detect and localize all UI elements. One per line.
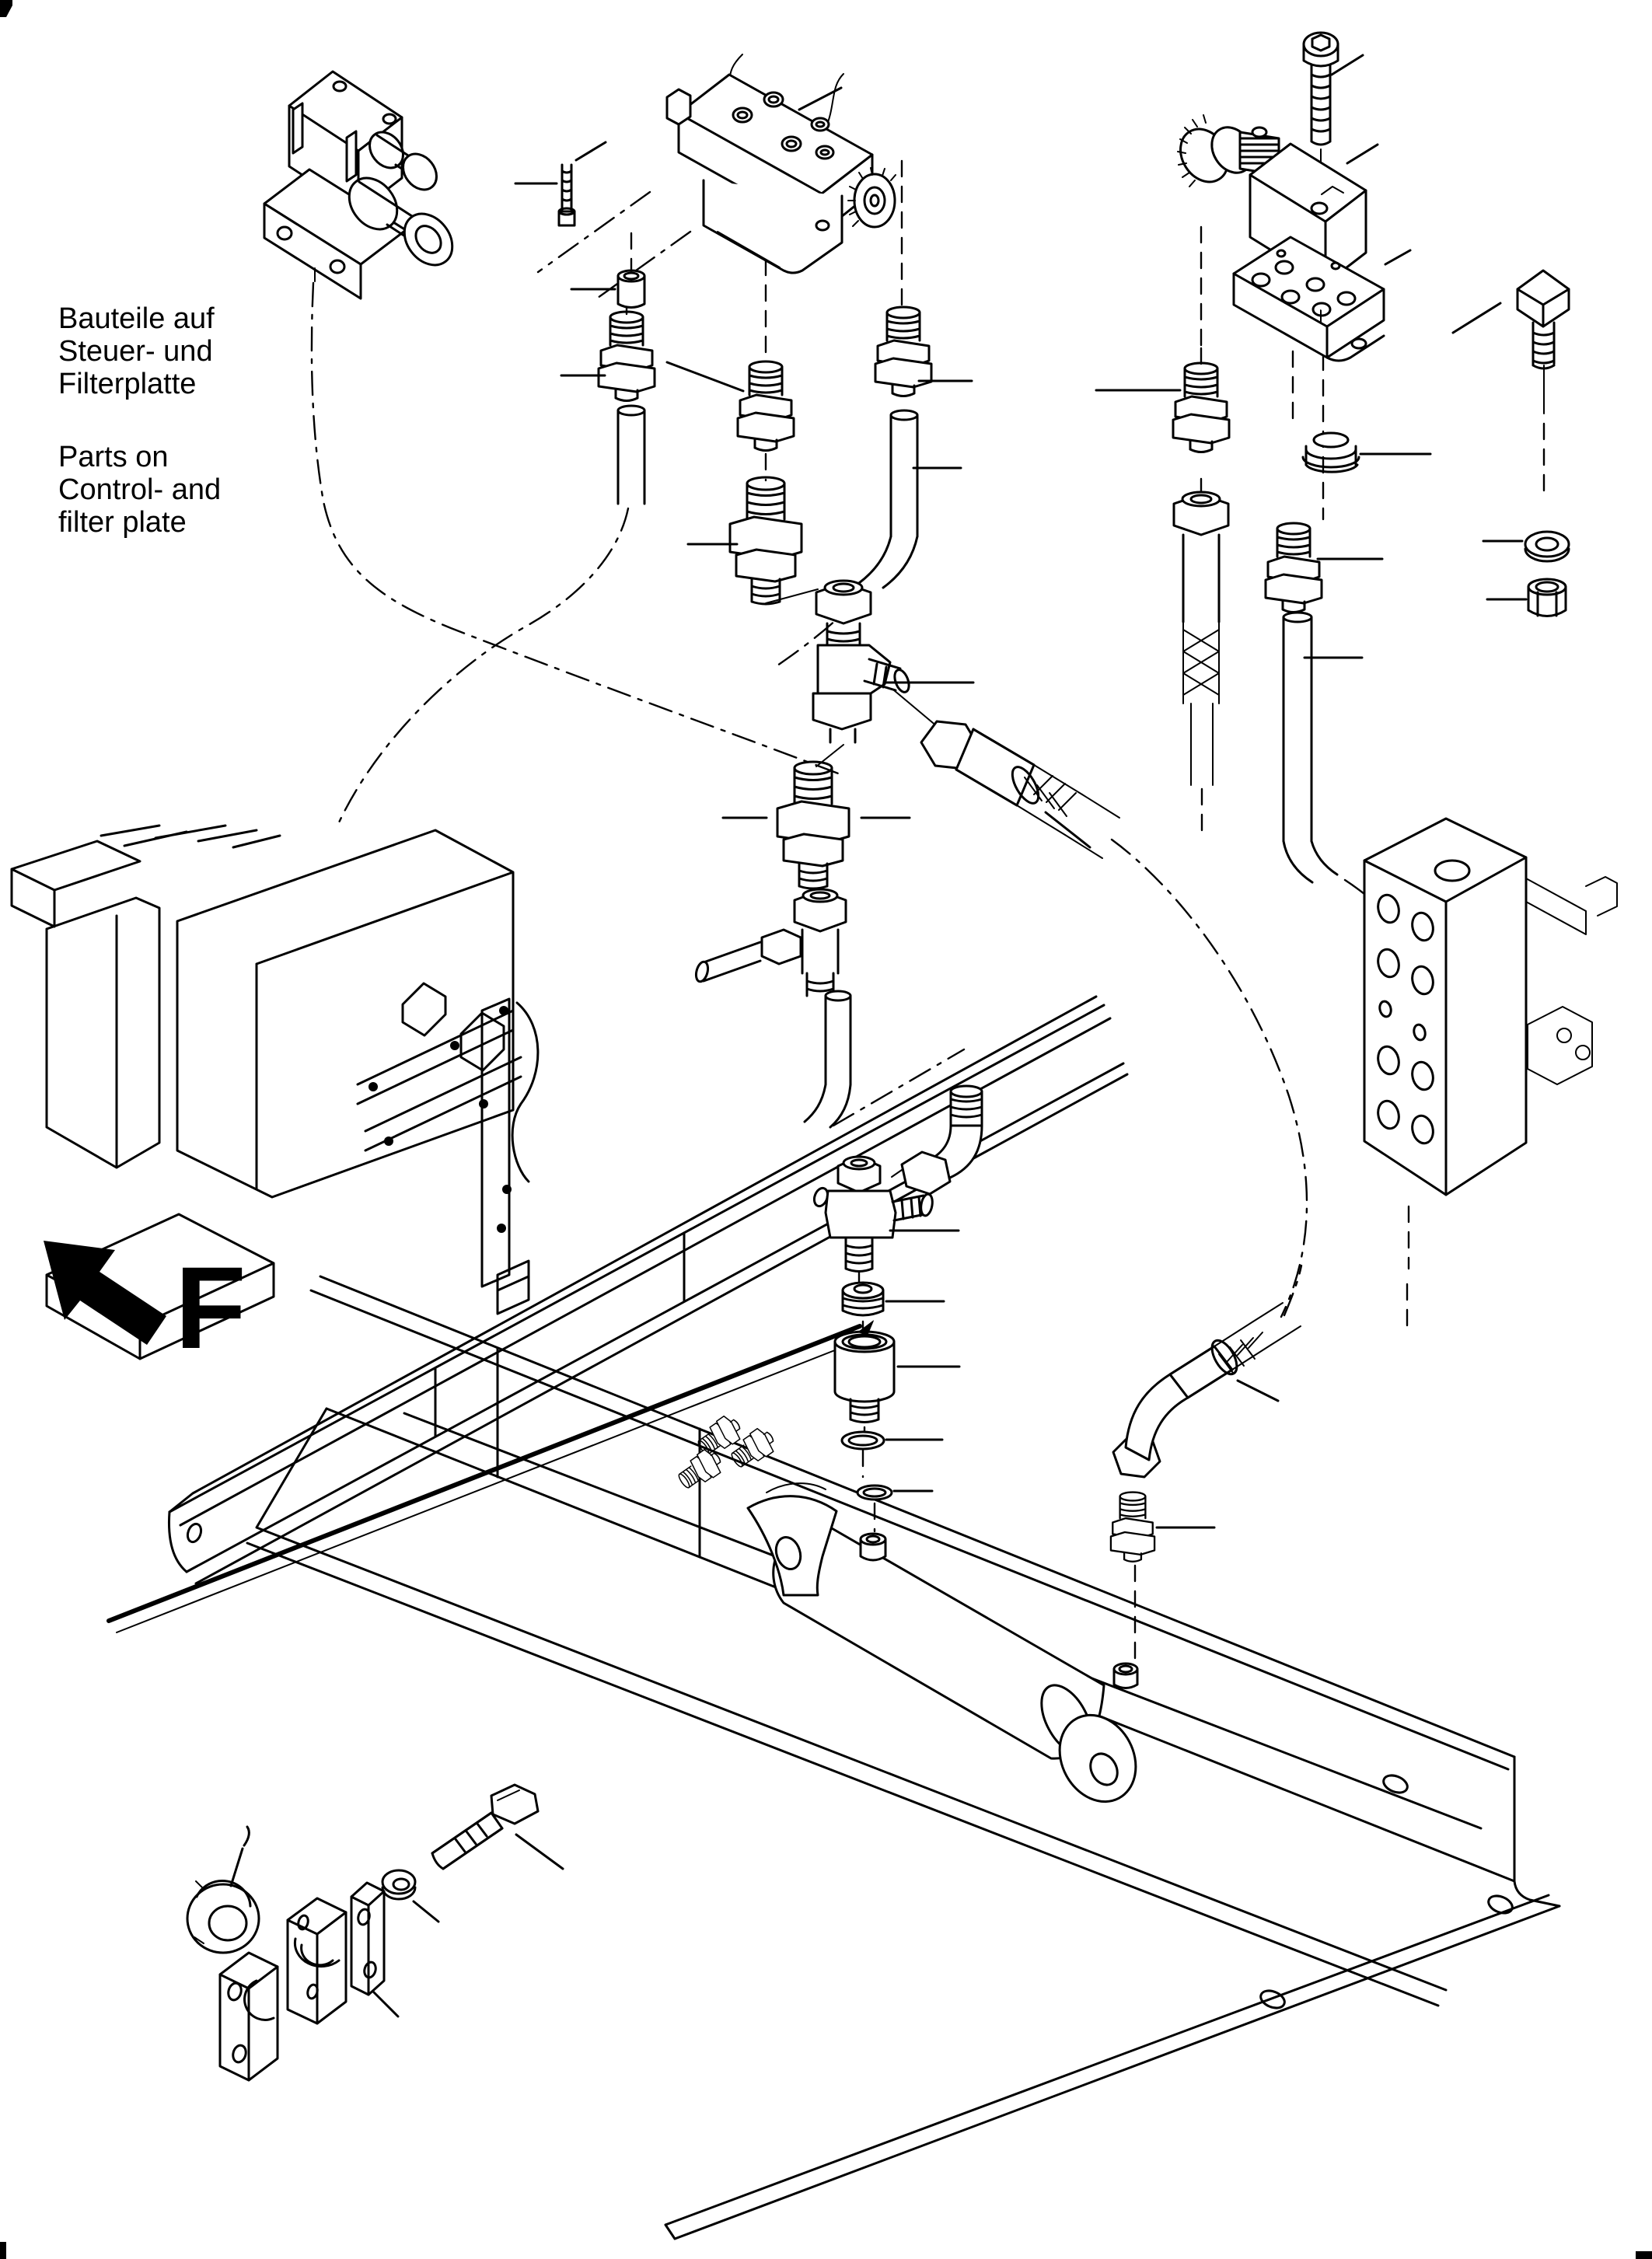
caption-de-line3: Filterplatte xyxy=(58,368,196,400)
adapter-plate xyxy=(1232,236,1385,362)
straight-union-fitting xyxy=(597,310,656,402)
threaded-plug xyxy=(841,1281,885,1317)
steel-pipe xyxy=(616,404,646,505)
straight-union-fitting xyxy=(874,306,933,397)
grub-screw xyxy=(557,163,576,227)
hex-nut xyxy=(1527,578,1567,617)
blanking-plug xyxy=(1301,431,1360,473)
clamp-half xyxy=(218,1951,279,2082)
steel-pipe xyxy=(857,409,919,589)
fitting-column-1 xyxy=(597,269,656,505)
caption-block: Bauteile auf Steuer- und Filterplatte Pa… xyxy=(58,302,246,1373)
view-arrow-f xyxy=(44,1241,166,1345)
machine-frame xyxy=(10,824,540,1360)
fitting-column-2 xyxy=(694,360,910,1129)
fitting-column-3 xyxy=(857,306,933,589)
valve-mounting-bracket xyxy=(702,179,843,274)
straight-union-fitting xyxy=(1172,361,1231,453)
clamp-set xyxy=(186,1783,540,2082)
fitting-column-right xyxy=(1172,361,1360,884)
flat-washer xyxy=(1524,530,1570,563)
braided-hose xyxy=(920,720,1120,859)
hose-elbow-fitting xyxy=(891,1084,983,1196)
check-valve-union xyxy=(728,476,803,606)
solenoid-pilot-valve xyxy=(263,70,454,300)
caption-de-line1: Bauteile auf xyxy=(58,302,215,335)
hex-bolt xyxy=(1516,269,1570,370)
port-fitting-stack xyxy=(824,1155,934,1501)
straight-union-fitting xyxy=(736,360,795,452)
braided-hose xyxy=(1112,1302,1301,1479)
cylinder-port-2 xyxy=(1112,1662,1139,1689)
hydraulic-manifold-block xyxy=(1363,817,1618,1196)
leader-lines xyxy=(229,54,1528,2018)
clamp-cover-plate xyxy=(350,1881,386,1996)
clamp-half xyxy=(286,1897,348,2025)
steel-pipe xyxy=(1282,611,1339,884)
banjo-fitting xyxy=(824,1155,934,1273)
braided-hose xyxy=(1172,491,1230,833)
caption-de-line2: Steuer- und xyxy=(58,335,213,368)
o-ring xyxy=(840,1430,885,1451)
view-label: F xyxy=(175,1242,246,1373)
socket-head-screw xyxy=(1302,31,1339,146)
clamp-washer xyxy=(381,1869,417,1901)
directional-control-valve xyxy=(665,54,896,274)
cylinder-port xyxy=(859,1532,887,1562)
valve-top-bolts xyxy=(732,91,835,160)
check-valve-union xyxy=(776,760,850,890)
straight-union-fitting xyxy=(1264,522,1323,613)
caption-en-line1: Parts on xyxy=(58,441,169,473)
o-ring xyxy=(856,1484,893,1501)
steel-pipe xyxy=(803,990,852,1129)
rubber-grommet xyxy=(186,1825,260,1954)
clamp-bolt xyxy=(431,1783,540,1870)
cylinder-clevis xyxy=(746,1495,838,1597)
caption-en-line3: filter plate xyxy=(58,506,187,539)
filter-plate xyxy=(246,1275,1561,2240)
hydraulic-cylinder xyxy=(746,1482,1139,1803)
caption-en-line2: Control- and xyxy=(58,473,221,506)
port-adapter xyxy=(833,1330,896,1423)
compression-sleeve xyxy=(616,269,646,309)
tee-union-fitting xyxy=(812,579,910,744)
straight-union-fitting xyxy=(1109,1491,1156,1563)
swivel-branch-tee xyxy=(694,888,847,997)
pressure-control-valve-group xyxy=(1177,31,1385,362)
